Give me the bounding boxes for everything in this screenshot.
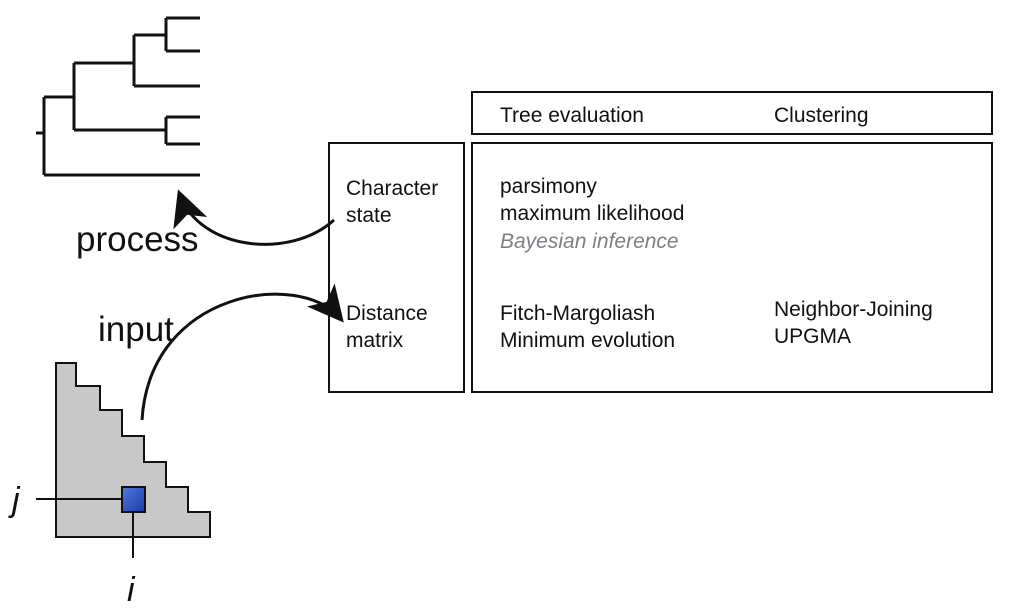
row-label-line: Distance xyxy=(346,302,428,325)
header-tree-evaluation: Tree evaluation xyxy=(500,104,644,127)
method-item: parsimony xyxy=(500,175,597,198)
phylogenetic-tree xyxy=(36,16,200,177)
header-box xyxy=(471,91,993,135)
method-item: Fitch-Margoliash xyxy=(500,302,656,325)
highlighted-matrix-cell xyxy=(121,486,146,513)
row-label-line: Character xyxy=(346,177,439,200)
input-label: input xyxy=(98,310,174,349)
row-label-box xyxy=(328,142,465,393)
distance-matrix-tree-methods: Fitch-Margoliash Minimum evolution xyxy=(500,300,675,355)
process-arrow xyxy=(173,189,336,246)
header-clustering: Clustering xyxy=(774,104,869,127)
row-label-distance-matrix: Distance matrix xyxy=(346,300,428,355)
method-item: Minimum evolution xyxy=(500,329,676,353)
method-item-bayesian: Bayesian inference xyxy=(500,229,679,253)
input-arrow xyxy=(140,283,344,421)
distance-matrix-clustering-methods: Neighbor-Joining UPGMA xyxy=(774,296,933,351)
row-label-line: state xyxy=(346,204,392,228)
method-item: Neighbor-Joining xyxy=(774,298,933,321)
process-label: process xyxy=(76,220,199,259)
methods-box xyxy=(471,142,993,393)
distance-matrix-triangle xyxy=(55,362,211,538)
character-state-tree-methods: parsimony maximum likelihood Bayesian in… xyxy=(500,173,684,255)
method-item: UPGMA xyxy=(774,325,852,349)
row-label-character-state: Character state xyxy=(346,175,438,230)
row-label-line: matrix xyxy=(346,329,404,353)
method-item: maximum likelihood xyxy=(500,202,685,226)
i-axis-label: i xyxy=(127,571,135,609)
j-axis-label: j xyxy=(12,481,20,519)
